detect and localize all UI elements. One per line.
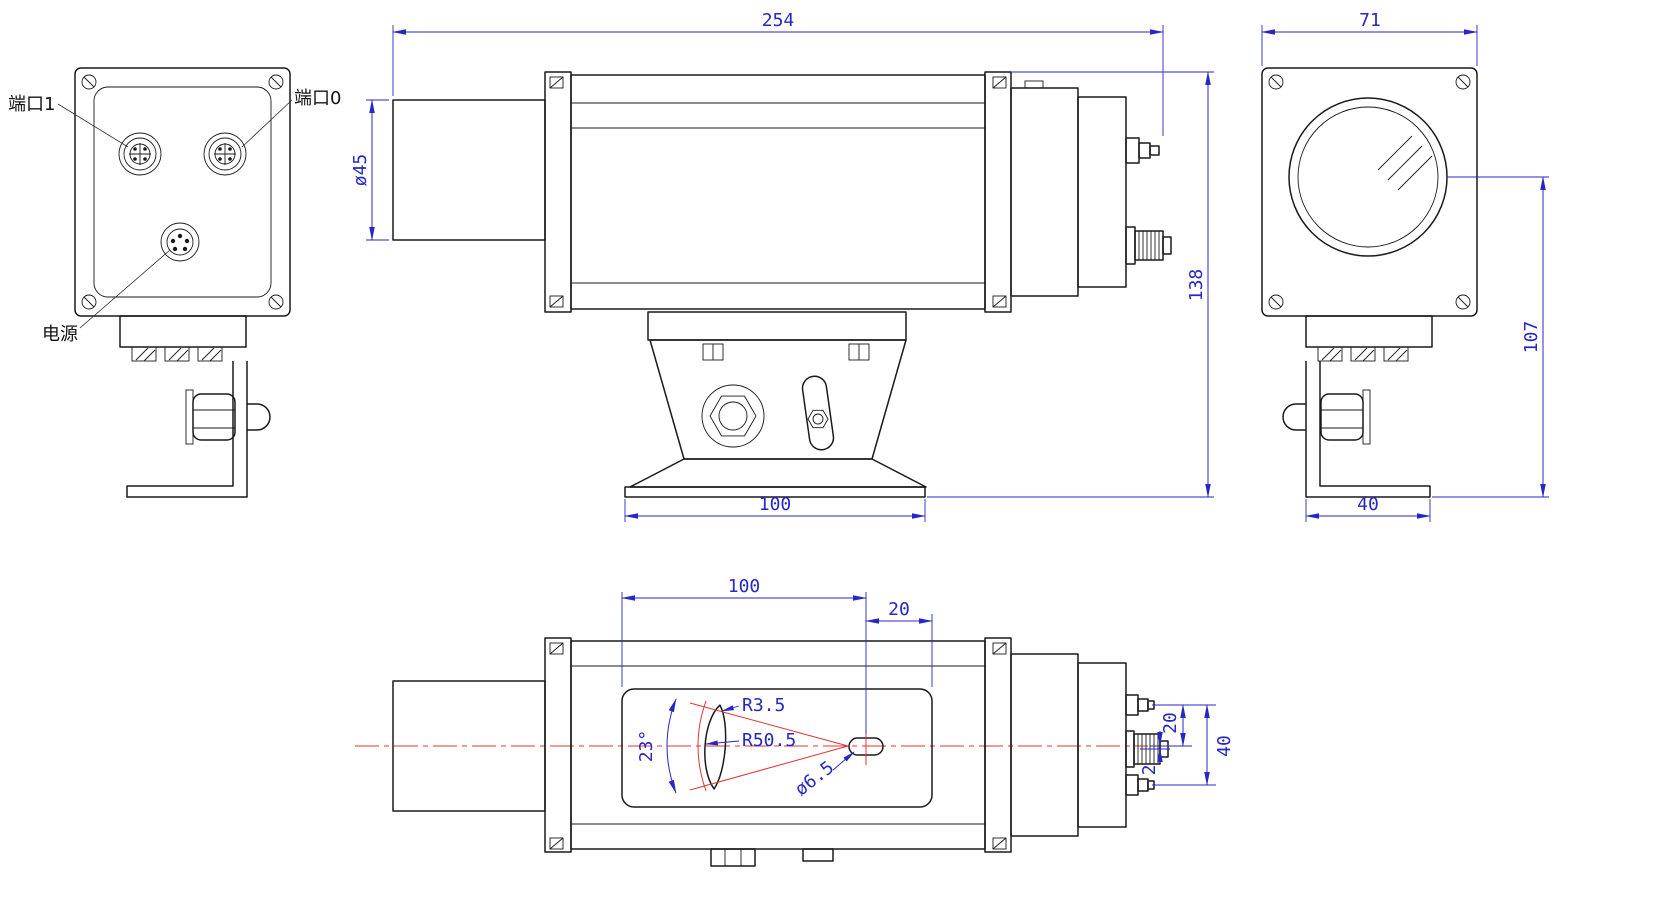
svg-text:100: 100	[759, 494, 792, 515]
connector-block	[1010, 653, 1079, 837]
port1-leader	[57, 103, 129, 148]
port1-connector-icon	[118, 132, 162, 176]
rear-view: 端口1 端口0 电源	[8, 67, 341, 498]
port0-connector-icon	[203, 132, 247, 176]
front-bracket	[1282, 315, 1433, 498]
dim-overall-length: 254	[392, 10, 1164, 136]
dim-window-length: 100	[621, 576, 867, 734]
svg-text:23°: 23°	[636, 730, 657, 763]
side-top-connector-icon	[1125, 137, 1160, 164]
port0-label: 端口0	[294, 88, 341, 109]
dim-base-width: 100	[624, 494, 926, 522]
lens-window-icon	[1288, 97, 1448, 257]
scan-window	[621, 688, 933, 808]
main-body	[570, 74, 986, 310]
bottom-view: 100 20 23° R3.5 R50.5 ø6.5 20	[355, 576, 1235, 867]
dim-connector-span-40: 40	[1152, 704, 1235, 786]
clamp-bolt-icon	[701, 384, 765, 448]
bottom-lower-connector-icon	[1125, 774, 1155, 796]
dim-radius-large: R50.5	[705, 730, 796, 751]
dim-radius-small: R3.5	[721, 695, 785, 716]
connector-block	[1010, 87, 1079, 297]
corner-screw-icons	[1268, 74, 1471, 310]
bracket-bolt-icon	[185, 389, 271, 445]
svg-text:ø45: ø45	[350, 154, 371, 187]
beam-edge-lower	[689, 745, 849, 791]
svg-text:R3.5: R3.5	[742, 695, 785, 716]
rear-bracket	[119, 315, 271, 498]
dim-fan-angle: 23°	[636, 698, 677, 794]
svg-text:71: 71	[1359, 10, 1381, 31]
bottom-top-connector-icon	[1125, 694, 1155, 716]
front-housing	[1261, 67, 1478, 317]
rear-faceplate	[93, 86, 272, 298]
beam-edge-upper	[689, 702, 849, 747]
power-label: 电源	[42, 324, 78, 345]
power-leader	[79, 249, 171, 329]
svg-text:R50.5: R50.5	[742, 730, 796, 751]
dim-center-offset-2: 2	[1139, 731, 1170, 775]
svg-text:107: 107	[1521, 321, 1542, 354]
pedestal-bracket	[624, 311, 927, 498]
scan-mirror-slit	[704, 704, 727, 790]
underside-bolt-icons	[710, 848, 834, 867]
dim-overall-height: 138	[927, 71, 1214, 498]
bracket-bolt-icon	[1282, 389, 1371, 445]
dim-front-width: 71	[1261, 10, 1478, 66]
lens-barrel	[392, 99, 546, 241]
dim-lens-diameter: ø45	[350, 99, 389, 241]
beam-arc	[697, 700, 707, 792]
svg-text:254: 254	[762, 10, 795, 31]
left-end-cap	[544, 71, 572, 313]
rear-housing	[74, 67, 291, 317]
port1-label: 端口1	[8, 94, 55, 115]
power-connector-icon	[160, 222, 200, 262]
corner-screw-icons	[81, 74, 284, 310]
svg-text:ø6.5: ø6.5	[791, 757, 838, 800]
svg-text:20: 20	[1160, 712, 1181, 734]
svg-text:138: 138	[1186, 269, 1207, 302]
svg-text:40: 40	[1357, 494, 1379, 515]
dim-front-height: 107	[1432, 176, 1549, 498]
side-view: 254 ø45 138 100	[350, 10, 1214, 522]
svg-text:2: 2	[1139, 765, 1160, 776]
dim-slot-offset: 20	[865, 599, 933, 687]
port0-leader	[241, 99, 293, 148]
svg-text:20: 20	[888, 599, 910, 620]
lever-handle-icon	[801, 375, 835, 451]
svg-text:100: 100	[728, 576, 761, 597]
svg-text:40: 40	[1214, 735, 1235, 757]
side-threaded-connector-icon	[1125, 226, 1172, 265]
right-end-cap	[984, 71, 1012, 313]
front-view: 71 107 40	[1261, 10, 1549, 522]
dim-foot-width: 40	[1305, 494, 1431, 522]
